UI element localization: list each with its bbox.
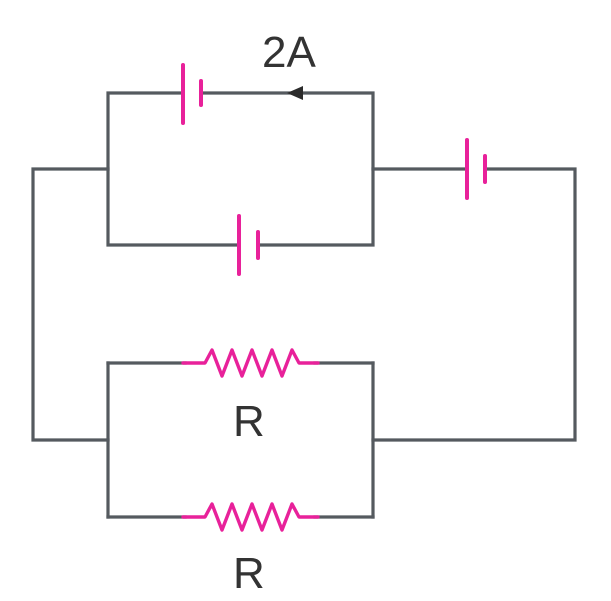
wire-top-branch-right [201,91,375,247]
current-arrow-icon [287,86,303,100]
wire-outer-left [31,167,110,442]
wire-outer-right-2 [371,167,577,442]
battery-top [181,63,203,125]
current-label: 2A [262,28,316,77]
resistor-label-bottom: R [233,549,265,598]
battery-middle [237,214,260,276]
resistor-label-top: R [233,397,265,446]
resistor-bottom [181,502,320,532]
resistor-top [181,348,320,378]
wires [31,91,577,519]
wire-top-branch-left [106,91,239,247]
wire-resistor-loop [106,361,375,519]
battery-right [465,138,487,200]
